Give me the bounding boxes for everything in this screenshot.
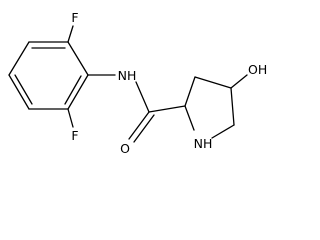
bond-carbonyl-c2 <box>148 105 186 113</box>
atom-label-fluorine-bottom: F <box>71 128 78 143</box>
ring-bond <box>8 41 30 76</box>
ring-bond <box>194 76 232 89</box>
pyrrolidine-ring <box>184 76 235 139</box>
ring-bond <box>230 87 235 126</box>
ring-bond <box>211 124 235 139</box>
ring-bond <box>67 41 89 76</box>
ring-bond <box>8 74 30 110</box>
atom-label-fluorine-top: F <box>71 10 78 25</box>
ring-bond <box>184 105 195 131</box>
atom-label-amide-nh: NH <box>118 68 137 83</box>
bond-carbonyl-double <box>128 111 150 140</box>
chemical-structure-diagram: F F NH O NH OH <box>8 10 267 156</box>
atom-label-carbonyl-oxygen: O <box>120 141 130 156</box>
benzene-ring <box>8 41 89 110</box>
bond-c4-oh <box>230 74 248 89</box>
bond-carbonyl-double <box>133 114 155 143</box>
ring-bond <box>67 74 89 110</box>
ring-double-bond <box>14 74 33 105</box>
ring-bond <box>184 76 196 107</box>
atom-label-ring-nh: NH <box>194 136 213 151</box>
ring-double-bond <box>64 75 82 105</box>
bond-n-carbonyl <box>135 81 150 113</box>
bond-c-f-top <box>67 25 74 43</box>
atom-label-hydroxyl: OH <box>248 62 267 77</box>
bond-c-f-bottom <box>67 108 74 128</box>
